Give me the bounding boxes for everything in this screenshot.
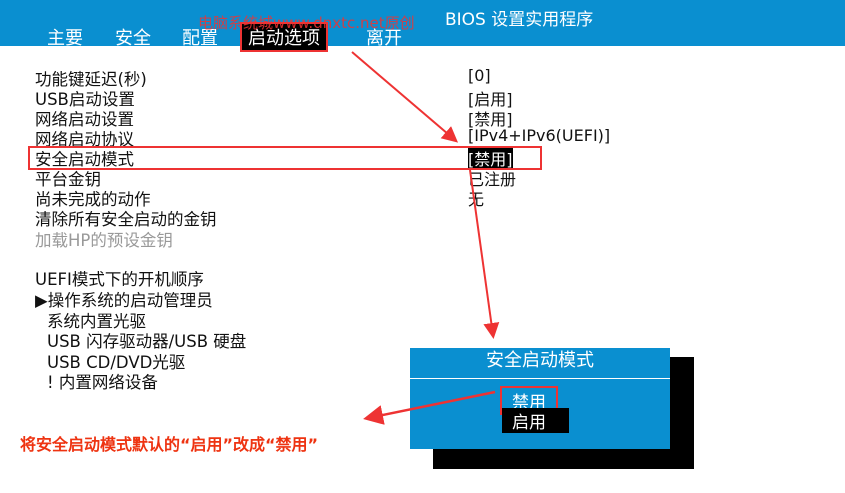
setting-label[interactable]: 加载HP的预设金钥	[35, 231, 173, 250]
setting-value[interactable]: [启用]	[468, 90, 513, 109]
setting-label[interactable]: 安全启动模式	[35, 150, 134, 169]
tab-security[interactable]: 安全	[115, 28, 151, 49]
boot-order-item[interactable]: ▶操作系统的启动管理员	[35, 291, 213, 310]
setting-value[interactable]: [禁用]	[468, 110, 513, 129]
tab-main[interactable]: 主要	[47, 28, 83, 49]
highlight-box	[28, 146, 542, 170]
setting-label[interactable]: 网络启动协议	[35, 130, 134, 149]
popup-divider	[410, 378, 670, 379]
setting-value[interactable]: [禁用]	[468, 146, 513, 170]
setting-label[interactable]: 功能键延迟(秒)	[35, 70, 147, 89]
app-title: BIOS 设置实用程序	[445, 10, 594, 30]
arrow-to-setting	[351, 51, 459, 143]
boot-order-item[interactable]: ! 内置网络设备	[47, 373, 158, 392]
boot-order-item[interactable]: USB 闪存驱动器/USB 硬盘	[47, 332, 247, 351]
annotation-note: 将安全启动模式默认的“启用”改成“禁用”	[20, 435, 319, 454]
setting-value[interactable]: [IPv4+IPv6(UEFI)]	[468, 126, 611, 145]
setting-label[interactable]: USB启动设置	[35, 90, 135, 109]
popup-title: 安全启动模式	[486, 350, 594, 371]
tab-boot-options[interactable]: 启动选项	[240, 22, 328, 52]
boot-order-item[interactable]: USB CD/DVD光驱	[47, 352, 186, 372]
header-bar: BIOS 设置实用程序 主要 安全 配置 启动选项 离开 电脑系统城www.dn…	[0, 0, 845, 52]
tab-exit[interactable]: 离开	[366, 28, 402, 49]
setting-value[interactable]: 已注册	[468, 170, 517, 189]
setting-label[interactable]: 清除所有安全启动的金钥	[35, 210, 217, 229]
setting-value[interactable]: [0]	[468, 66, 491, 85]
arrow-to-popup	[469, 169, 500, 339]
tab-config[interactable]: 配置	[182, 28, 218, 49]
arrow-to-note	[363, 390, 496, 425]
option-enable[interactable]: 启用	[502, 408, 569, 433]
setting-label[interactable]: 平台金钥	[35, 170, 101, 189]
setting-label[interactable]: 网络启动设置	[35, 110, 134, 129]
boot-order-title: UEFI模式下的开机顺序	[35, 270, 204, 289]
setting-value[interactable]: 无	[468, 190, 485, 209]
secure-boot-popup: 安全启动模式 禁用 启用	[410, 348, 670, 449]
watermark: 电脑系统城www.dnxtc.net原创	[198, 14, 415, 32]
setting-label[interactable]: 尚未完成的动作	[35, 190, 151, 209]
boot-order-item[interactable]: 系统内置光驱	[47, 311, 146, 331]
